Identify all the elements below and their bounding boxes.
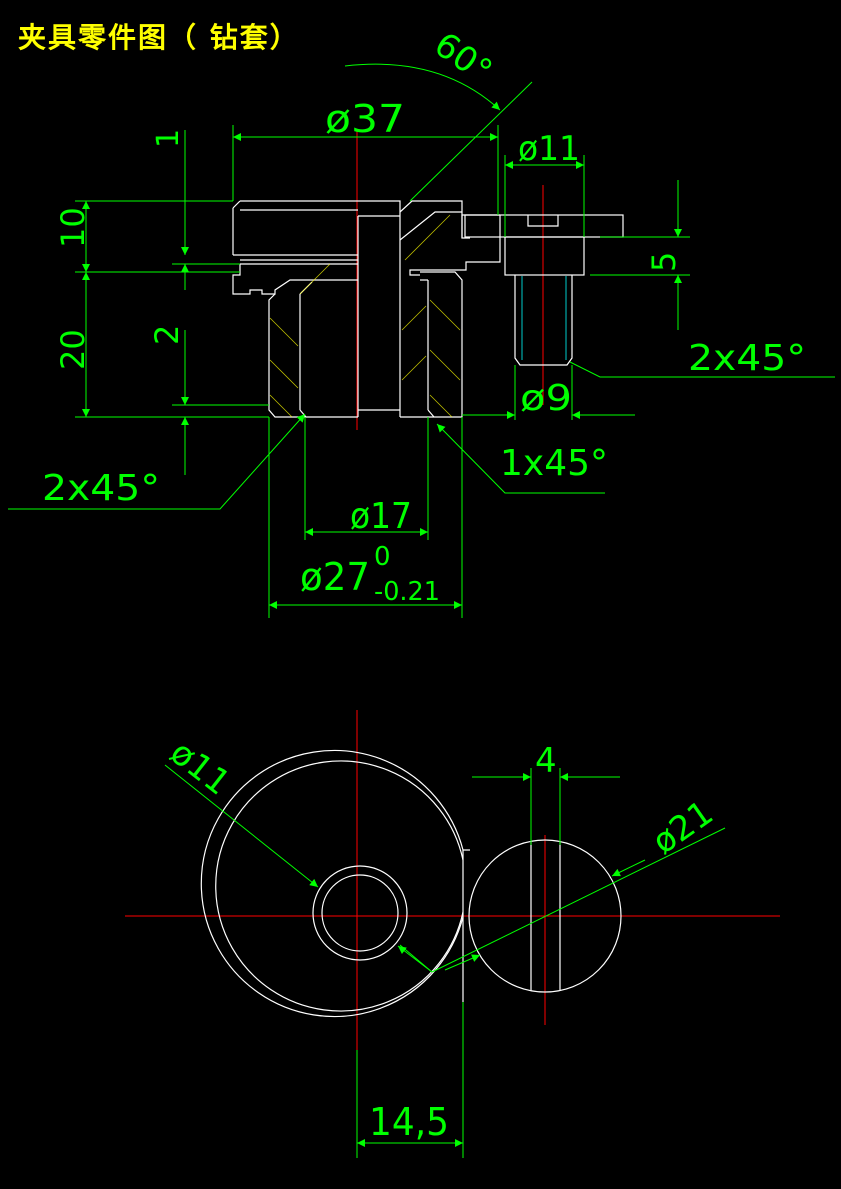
label-offset14-5: 14,5 (369, 1100, 449, 1144)
centerlines (125, 130, 780, 1135)
screw-outline (464, 214, 624, 366)
label-len10: 10 (54, 207, 92, 248)
label-angle-60: 60° (427, 25, 499, 92)
angle-60-leader (409, 81, 533, 202)
label-dia21: ø21 (645, 793, 720, 863)
label-dia27: ø27 (300, 555, 370, 599)
plan-dimensions (164, 764, 726, 1158)
label-chamfer-left: 2x45° (42, 468, 160, 509)
dim-dia11-plan-line (164, 764, 319, 888)
drawing-title: 夹具零件图（ 钻套） (18, 21, 300, 54)
screw-thread (521, 276, 567, 360)
section-hatching (269, 214, 461, 418)
label-width4: 4 (535, 741, 557, 781)
flange-inner-circle (215, 760, 464, 1012)
bushing-section-outline (232, 200, 501, 418)
chamfer-mid-leader (436, 423, 605, 494)
front-dimensions (8, 63, 835, 618)
dim-dia21-line (431, 827, 726, 973)
dimension-labels: 60° ø37 ø11 1 10 20 2 5 2x45° ø9 1x45° 2… (42, 25, 806, 1144)
label-dia27-lower-tol: -0.21 (374, 577, 440, 607)
bore-outer-circle (312, 865, 408, 961)
label-dia9: ø9 (520, 378, 572, 419)
label-chamfer-right: 2x45° (688, 338, 806, 379)
label-dia11-plan: ø11 (162, 733, 237, 804)
chamfer-right-leader (569, 361, 835, 378)
label-dia27-upper-tol: 0 (374, 542, 391, 572)
angle-60-arc (344, 63, 501, 111)
label-dia37: ø37 (325, 97, 405, 141)
label-len2: 2 (148, 325, 186, 345)
label-dia17: ø17 (350, 496, 412, 537)
label-len1: 1 (151, 129, 186, 148)
flange-outer-circle (200, 749, 470, 1018)
label-chamfer-mid: 1x45° (500, 443, 608, 484)
plan-outline (200, 749, 622, 1018)
chamfer-left-leader (8, 413, 306, 510)
label-len20: 20 (54, 329, 92, 370)
label-len5: 5 (645, 252, 683, 272)
bore-inner-circle (321, 874, 399, 952)
screw-head-circle (468, 839, 622, 993)
label-dia11-top: ø11 (518, 129, 580, 169)
